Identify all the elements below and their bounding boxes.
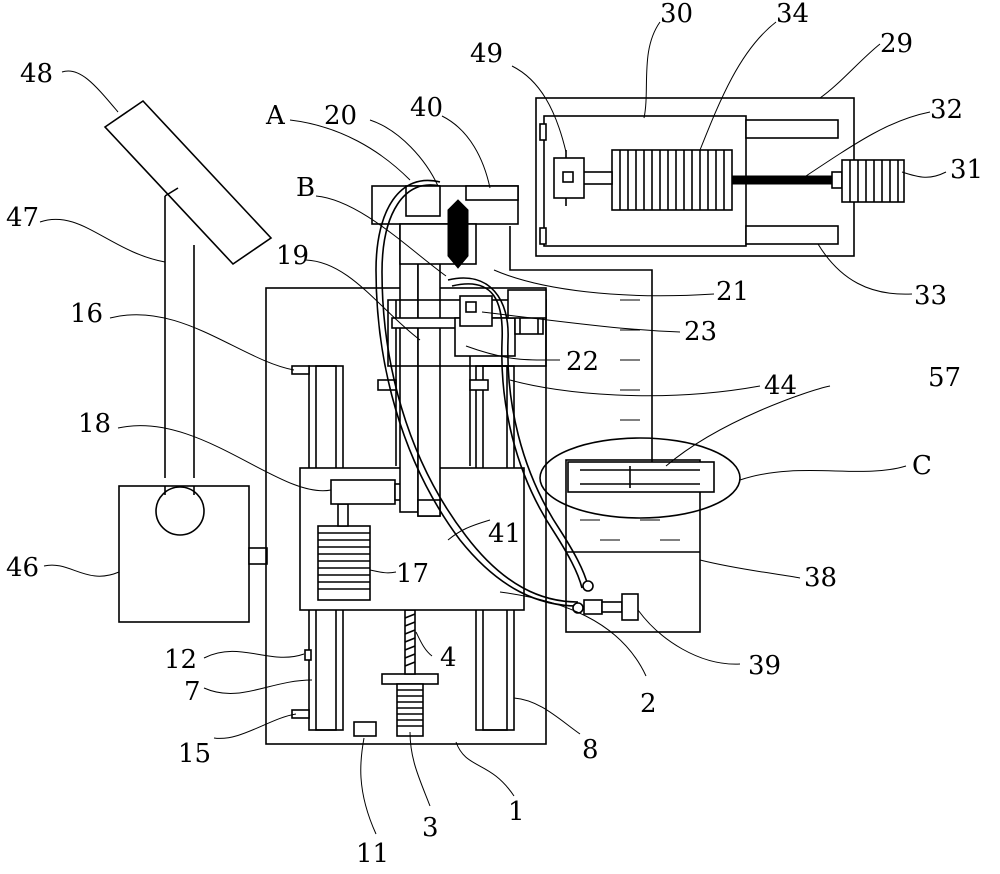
label-31: 31: [950, 155, 983, 185]
label-11: 11: [356, 839, 389, 869]
label-8: 8: [582, 735, 599, 765]
filter-57: [568, 462, 714, 492]
label-4: 4: [440, 643, 457, 673]
screw-rod-32: [732, 172, 842, 188]
label-18: 18: [78, 409, 111, 439]
label-33: 33: [914, 281, 947, 311]
label-7: 7: [184, 677, 201, 707]
label-49: 49: [470, 39, 503, 69]
label-41: 41: [488, 519, 521, 549]
label-A: A: [265, 101, 286, 131]
label-B: B: [296, 173, 315, 203]
water-tank-38: [510, 226, 700, 632]
solar-panel-48: [105, 101, 271, 264]
slider-22: [455, 296, 515, 356]
label-39: 39: [748, 651, 781, 681]
battery-box-46: [119, 486, 267, 622]
nozzle-20: [448, 200, 468, 268]
label-40: 40: [410, 93, 443, 123]
label-22: 22: [566, 347, 599, 377]
sensor-11: [354, 722, 376, 736]
label-12: 12: [164, 645, 197, 675]
label-57: 57: [928, 363, 961, 393]
label-21: 21: [716, 277, 749, 307]
lead-screw-4: [405, 610, 415, 674]
label-38: 38: [804, 563, 837, 593]
label-C: C: [912, 451, 932, 481]
label-23: 23: [684, 317, 717, 347]
label-30: 30: [660, 0, 693, 29]
label-34: 34: [776, 0, 809, 29]
rail-21: [508, 290, 546, 318]
label-2: 2: [640, 689, 657, 719]
label-29: 29: [880, 29, 913, 59]
label-17: 17: [396, 559, 429, 589]
motor-31: [842, 160, 904, 202]
label-20: 20: [324, 101, 357, 131]
label-48: 48: [20, 59, 53, 89]
label-47: 47: [6, 203, 39, 233]
support-pole-47: [165, 188, 194, 478]
label-46: 46: [6, 553, 39, 583]
label-15: 15: [178, 739, 211, 769]
label-44: 44: [764, 371, 797, 401]
label-19: 19: [276, 241, 309, 271]
part-49: [554, 150, 584, 206]
label-3: 3: [422, 813, 439, 843]
label-16: 16: [70, 299, 103, 329]
label-32: 32: [930, 95, 963, 125]
label-1: 1: [508, 797, 525, 827]
motor-3: [382, 674, 438, 736]
